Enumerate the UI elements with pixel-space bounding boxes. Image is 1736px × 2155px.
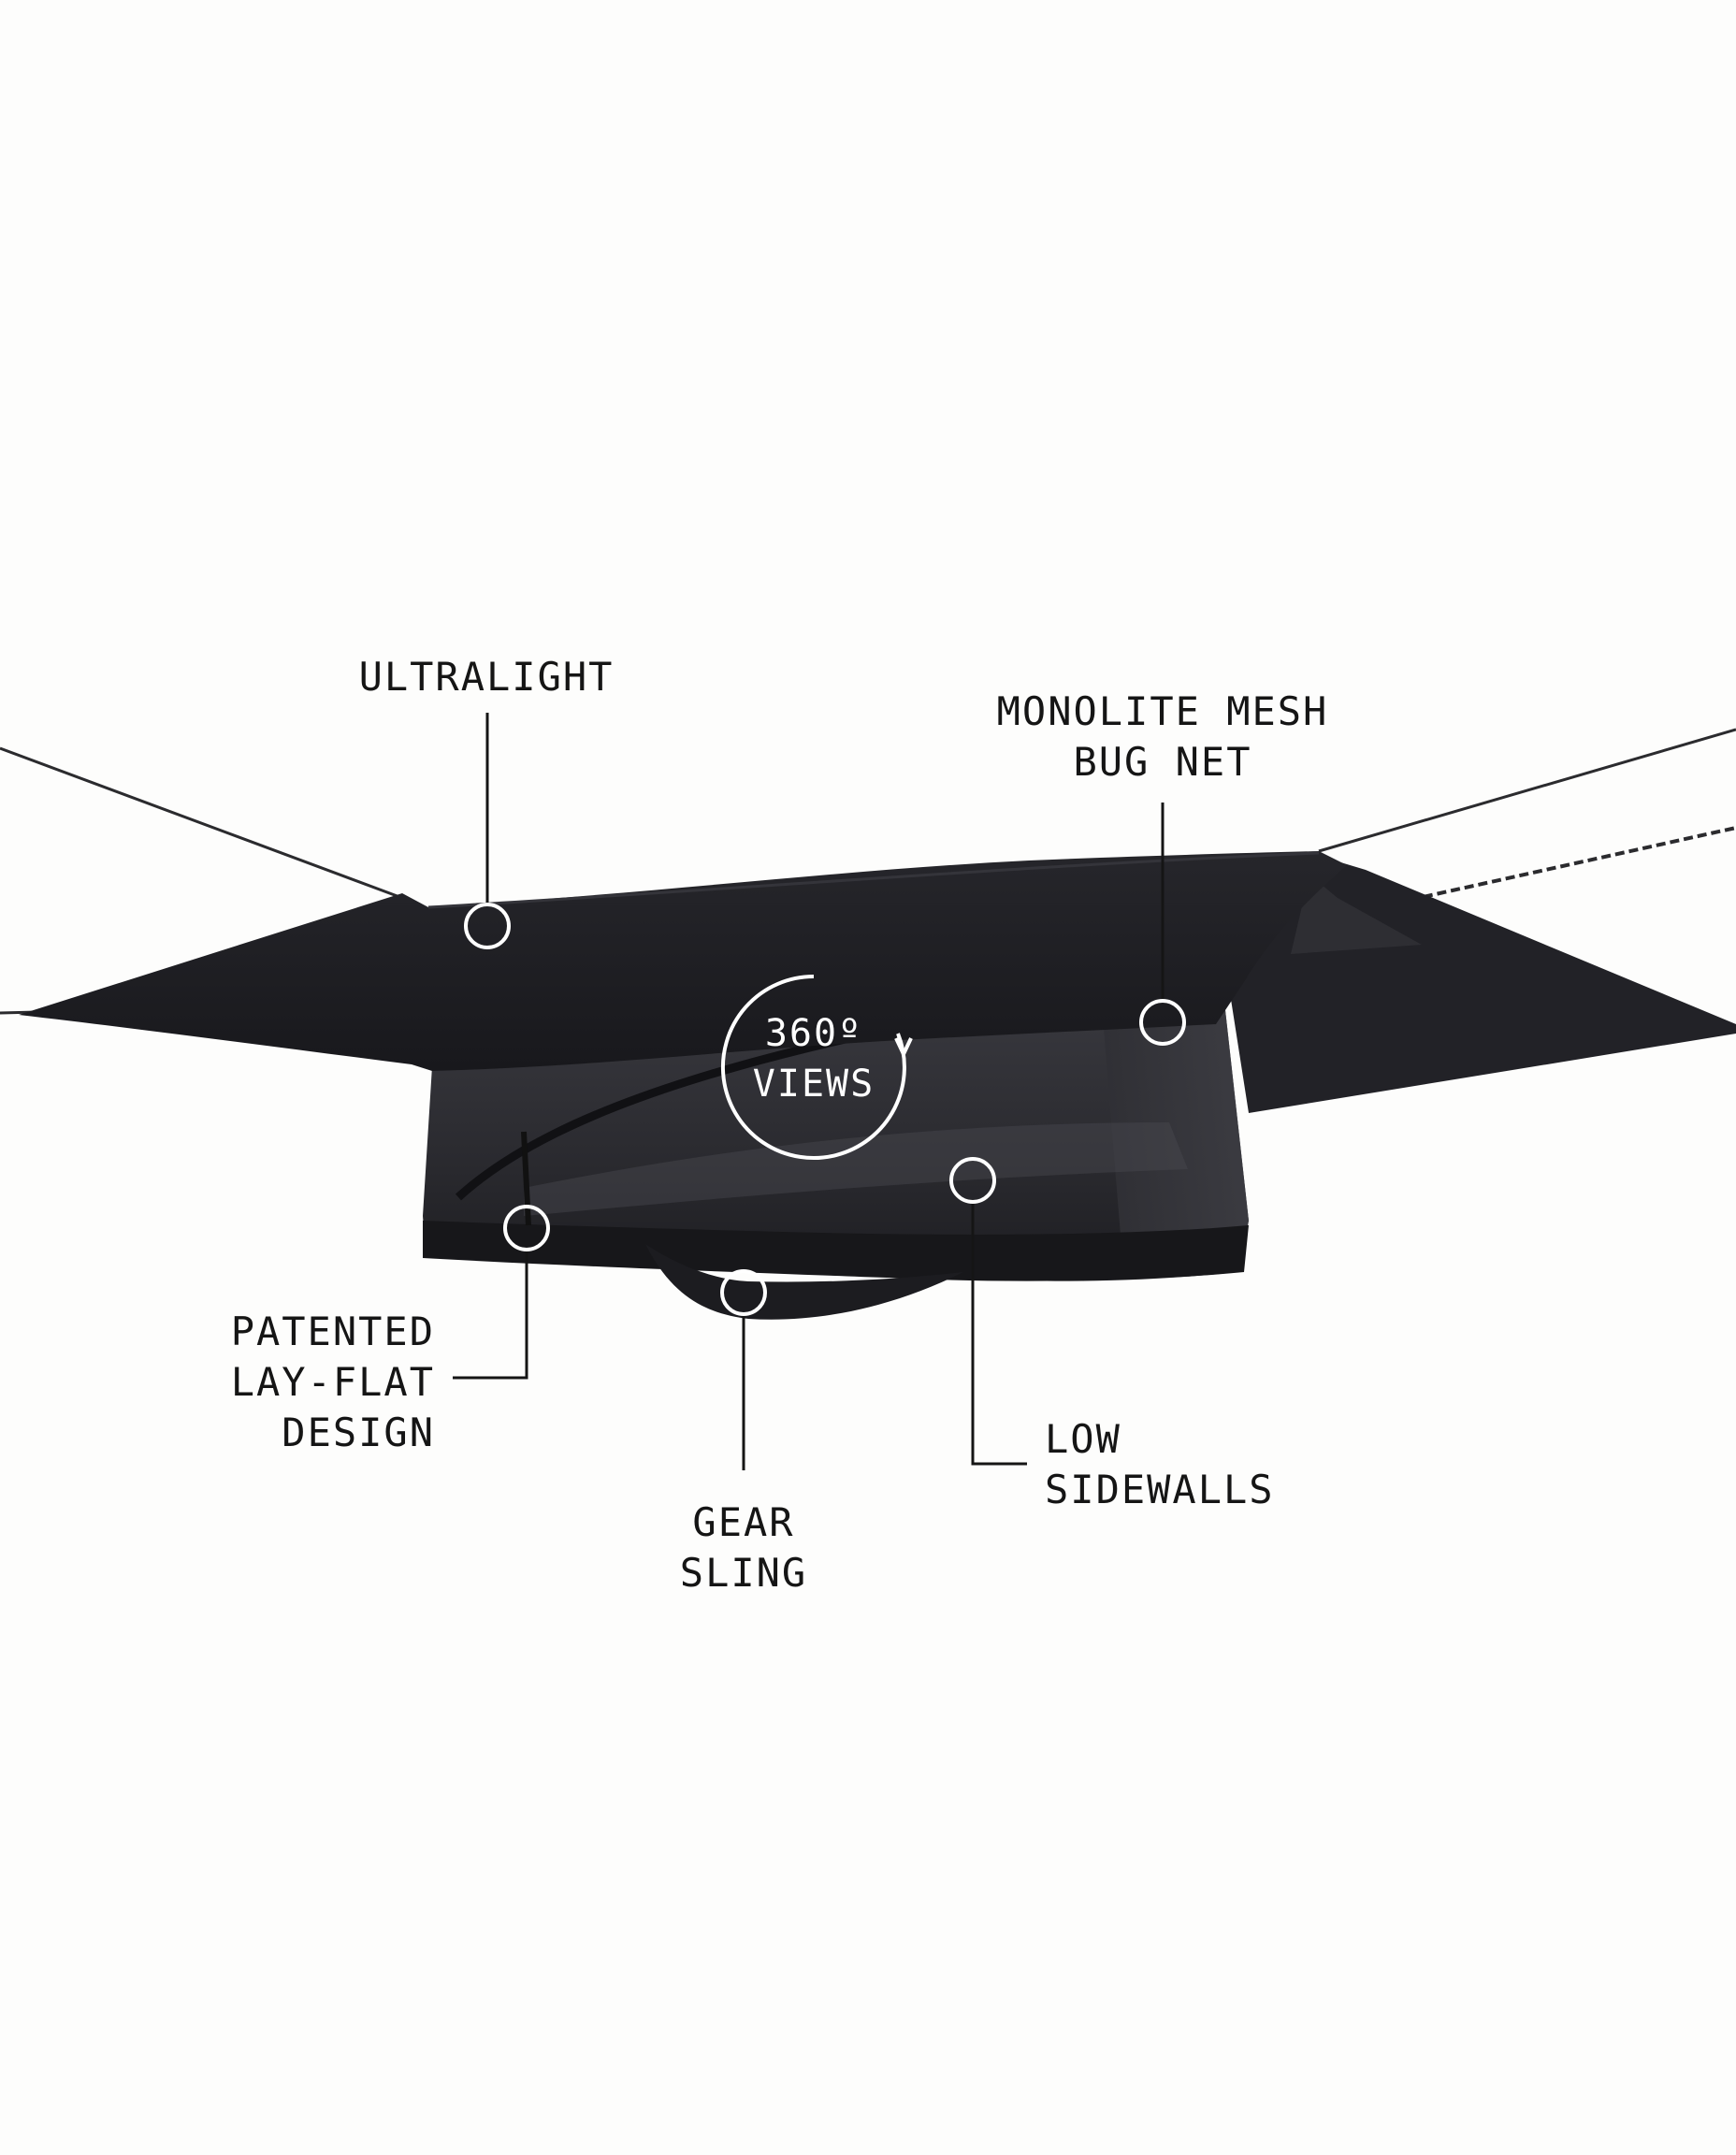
leader-lay-flat: [453, 1249, 528, 1380]
callout-lay-flat: PATENTED LAY-FLAT DESIGN: [178, 1307, 435, 1458]
rain-tarp: [19, 851, 1347, 1071]
callout-lay-flat-line2: LAY-FLAT: [230, 1359, 435, 1405]
callout-sidewalls-line2: SIDEWALLS: [1045, 1467, 1275, 1512]
callout-lay-flat-line1: PATENTED: [230, 1309, 435, 1354]
callout-bug-net-line2: BUG NET: [1073, 739, 1252, 785]
views-badge-line2: VIEWS: [752, 1063, 875, 1106]
leader-sidewalls: [971, 1201, 1027, 1466]
tarp-right-inner: [1291, 875, 1422, 954]
hammock-mesh-right-side: [1076, 982, 1249, 1272]
views-badge-line1: 360º: [764, 1012, 863, 1055]
callout-leaders: [453, 713, 1165, 1470]
badge-ring: [720, 975, 906, 1160]
support-pole: [521, 1131, 531, 1226]
callout-ultralight: ULTRALIGHT: [355, 652, 617, 702]
marker-gear-sling: [720, 1269, 767, 1316]
hammock-inner-floor: [524, 1122, 1188, 1216]
callout-markers: [464, 903, 1186, 1316]
callout-gear-sling: GEAR SLING: [645, 1497, 842, 1598]
callout-sidewalls: LOW SIDEWALLS: [1045, 1414, 1325, 1515]
marker-ultralight: [464, 903, 511, 949]
marker-bug-net: [1139, 999, 1186, 1046]
guy-line-right-upper: [1318, 728, 1736, 853]
rotate-arrow-icon: [894, 1037, 913, 1056]
callout-gear-sling-line1: GEAR: [692, 1499, 795, 1545]
hammock-base-tub: [423, 1221, 1249, 1281]
callout-gear-sling-line2: SLING: [679, 1550, 808, 1596]
tarp-ridge: [427, 851, 1320, 909]
callout-bug-net: MONOLITE MESH BUG NET: [973, 687, 1353, 788]
callout-ultralight-line1: ULTRALIGHT: [358, 654, 615, 700]
views-badge: [720, 975, 913, 1160]
callout-sidewalls-line1: LOW: [1045, 1416, 1121, 1462]
callout-bug-net-line1: MONOLITE MESH: [996, 688, 1329, 734]
views-badge-label: 360º VIEWS: [748, 1008, 879, 1109]
callout-lay-flat-line3: DESIGN: [282, 1410, 435, 1455]
marker-lay-flat: [503, 1205, 550, 1251]
marker-sidewalls: [949, 1157, 996, 1204]
guy-line-left-upper: [0, 746, 403, 900]
